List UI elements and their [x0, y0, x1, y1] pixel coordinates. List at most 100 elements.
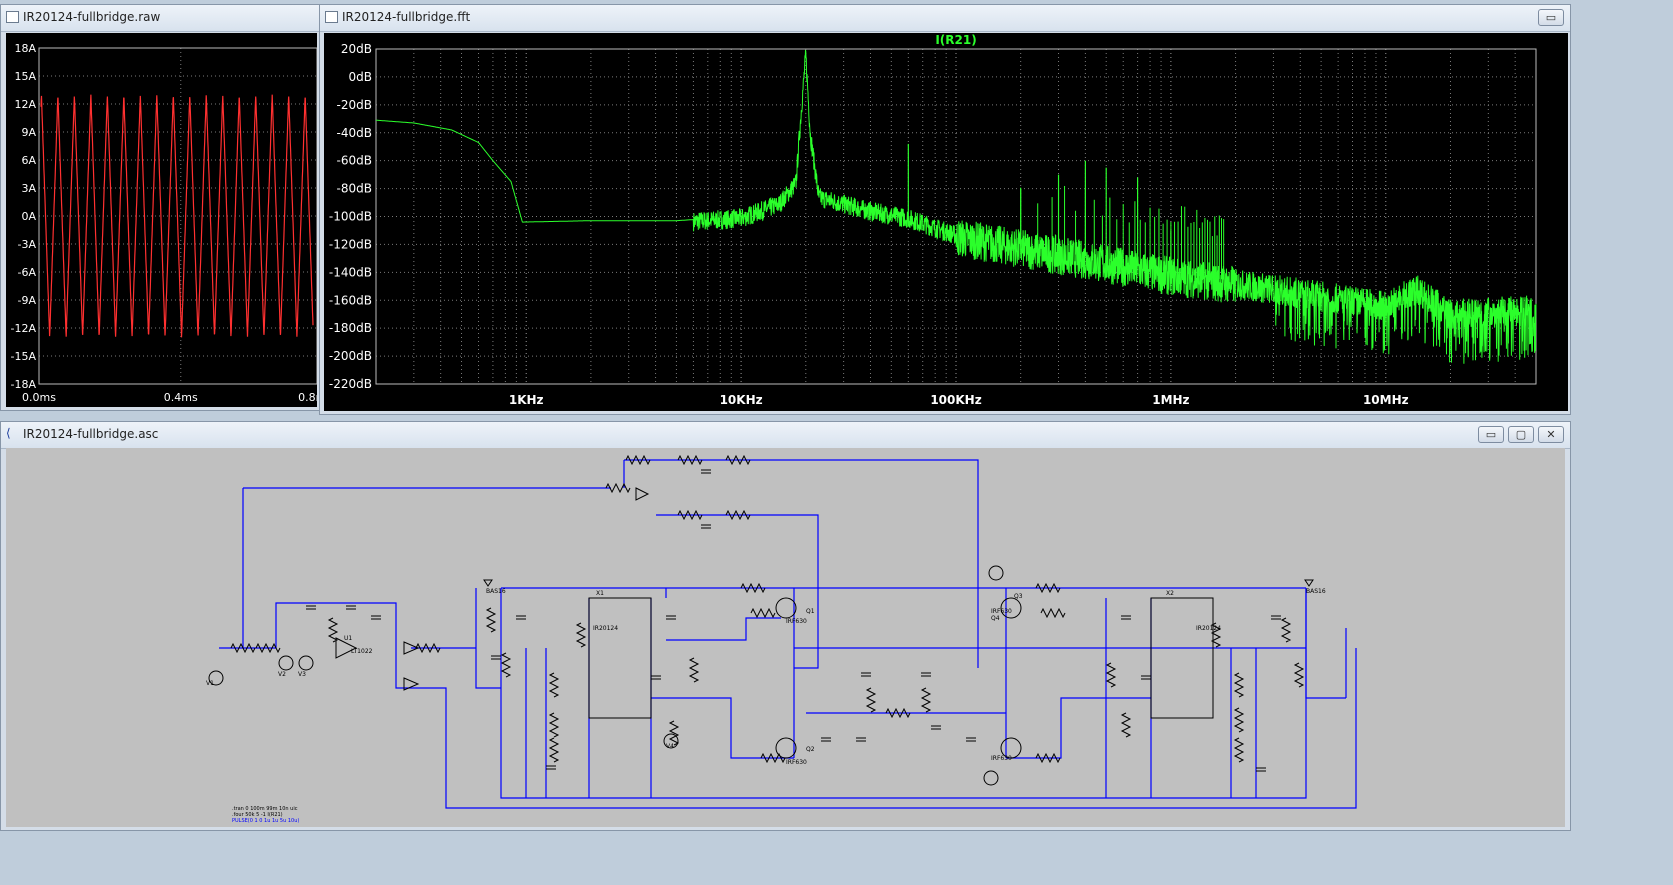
wire	[395, 648, 1357, 809]
raw-series-line	[40, 94, 314, 338]
resistor-symbol	[1233, 737, 1245, 763]
resistor-symbol	[920, 687, 932, 713]
spice-directive: PULSE(0 1 0 1u 1u 5u 10u)	[232, 818, 299, 824]
fft-y-tick-label: -220dB	[329, 377, 372, 391]
component-label-v4: V4	[666, 743, 674, 750]
comparator-symbol	[403, 641, 420, 655]
fft-x-tick-label: 1KHz	[509, 393, 544, 407]
raw-x-tick-label: 0.0ms	[22, 391, 56, 404]
component-label-mosfet-name-3: IRF630	[991, 755, 1012, 762]
mosfet-symbol	[1000, 597, 1022, 619]
asc-close-button[interactable]: ✕	[1538, 426, 1564, 443]
waveform-window-icon	[6, 11, 19, 23]
spice-directive: .tran 0 100m 99m 10n uic	[232, 806, 298, 812]
raw-y-tick-label: -15A	[11, 350, 37, 363]
fft-y-tick-label: -180dB	[329, 321, 372, 335]
resistor-symbol	[1035, 582, 1061, 594]
resistor-symbol	[760, 752, 786, 764]
component-label-mosfet-name-4: IRF630	[991, 608, 1012, 615]
voltage-source-symbol	[278, 655, 294, 671]
resistor-symbol	[230, 642, 256, 654]
fft-title: I(R21)	[935, 33, 976, 47]
resistor-symbol	[668, 720, 680, 746]
opamp-symbol	[335, 637, 358, 659]
wire	[500, 588, 1307, 799]
fft-series-line	[376, 49, 1537, 364]
component-label-v3: V3	[298, 671, 306, 678]
raw-y-tick-label: -6A	[18, 266, 37, 279]
wire	[475, 588, 501, 689]
resistor-symbol	[1293, 662, 1305, 688]
diode-symbol	[1304, 579, 1314, 587]
voltage-source-symbol	[988, 565, 1004, 581]
driver-x1-body	[588, 597, 652, 719]
resistor-symbol	[548, 712, 560, 738]
voltage-source-symbol	[208, 670, 224, 686]
schematic-wires	[219, 459, 1357, 809]
resistor-symbol	[740, 582, 766, 594]
fft-x-tick-label: 10MHz	[1363, 393, 1409, 407]
driver-x2-body	[1150, 597, 1214, 719]
raw-y-tick-label: 15A	[14, 70, 36, 83]
fft-plot-frame	[375, 48, 1537, 385]
component-label-v1: V1	[206, 680, 214, 687]
fft-y-tick-label: -80dB	[337, 182, 372, 196]
resistor-symbol	[1280, 617, 1292, 643]
comparator-symbol	[403, 677, 420, 691]
resistor-symbol	[725, 509, 751, 521]
mosfet-symbol	[775, 737, 797, 759]
mosfet-symbol	[1000, 737, 1022, 759]
fft-y-tick-label: -140dB	[329, 265, 372, 279]
raw-plot-svg: 18A15A12A9A6A3A0A-3A-6A-9A-12A-15A-18A0.…	[11, 42, 324, 404]
fft-titlebar[interactable]: IR20124-fullbridge.fft ▭	[320, 5, 1570, 32]
resistor-symbol	[885, 707, 911, 719]
resistor-symbol	[500, 652, 512, 678]
waveform-window-icon	[325, 11, 338, 23]
fft-y-tick-label: -120dB	[329, 237, 372, 251]
wire	[666, 617, 781, 641]
raw-titlebar[interactable]: IR20124-fullbridge.raw	[1, 5, 321, 32]
fft-y-tick-label: 0dB	[349, 70, 372, 84]
resistor-symbol	[1120, 712, 1132, 738]
component-label-driver-x2: X2	[1166, 590, 1174, 597]
wire	[651, 697, 794, 759]
raw-y-tick-label: -18A	[11, 378, 37, 391]
wire	[1006, 697, 1151, 759]
raw-y-tick-label: -9A	[18, 294, 37, 307]
fft-plot-svg: 20dB0dB-20dB-40dB-60dB-80dB-100dB-120dB-…	[329, 33, 1537, 407]
raw-window-title: IR20124-fullbridge.raw	[23, 10, 161, 24]
component-label-q3: Q3	[1014, 593, 1023, 600]
wire	[1305, 588, 1346, 699]
fft-y-tick-label: -160dB	[329, 293, 372, 307]
resistor-symbol	[255, 642, 281, 654]
resistor-symbol	[1105, 662, 1117, 688]
fft-minimize-button[interactable]: ▭	[1538, 9, 1564, 26]
asc-window-title: IR20124-fullbridge.asc	[23, 427, 159, 441]
resistor-symbol	[677, 509, 703, 521]
raw-y-tick-label: 9A	[21, 126, 36, 139]
fft-x-tick-label: 10KHz	[720, 393, 763, 407]
asc-minimize-button[interactable]: ▭	[1478, 426, 1504, 443]
resistor-symbol	[415, 642, 441, 654]
component-label-q4: Q4	[991, 615, 1000, 622]
wire	[624, 459, 979, 668]
wire	[275, 602, 397, 648]
resistor-symbol	[1233, 672, 1245, 698]
voltage-source-symbol	[298, 655, 314, 671]
resistor-symbol	[605, 482, 631, 494]
asc-maximize-button[interactable]: ▢	[1508, 426, 1534, 443]
fft-y-tick-label: -40dB	[337, 126, 372, 140]
asc-titlebar[interactable]: ⟨ IR20124-fullbridge.asc ▭ ▢ ✕	[1, 422, 1570, 449]
raw-y-tick-label: 3A	[21, 182, 36, 195]
raw-y-tick-label: 0A	[21, 210, 36, 223]
fft-spikes	[907, 143, 1225, 280]
component-label-q2: Q2	[806, 746, 815, 753]
resistor-symbol	[548, 737, 560, 763]
component-label-diode-2: BAS16	[1306, 588, 1326, 595]
